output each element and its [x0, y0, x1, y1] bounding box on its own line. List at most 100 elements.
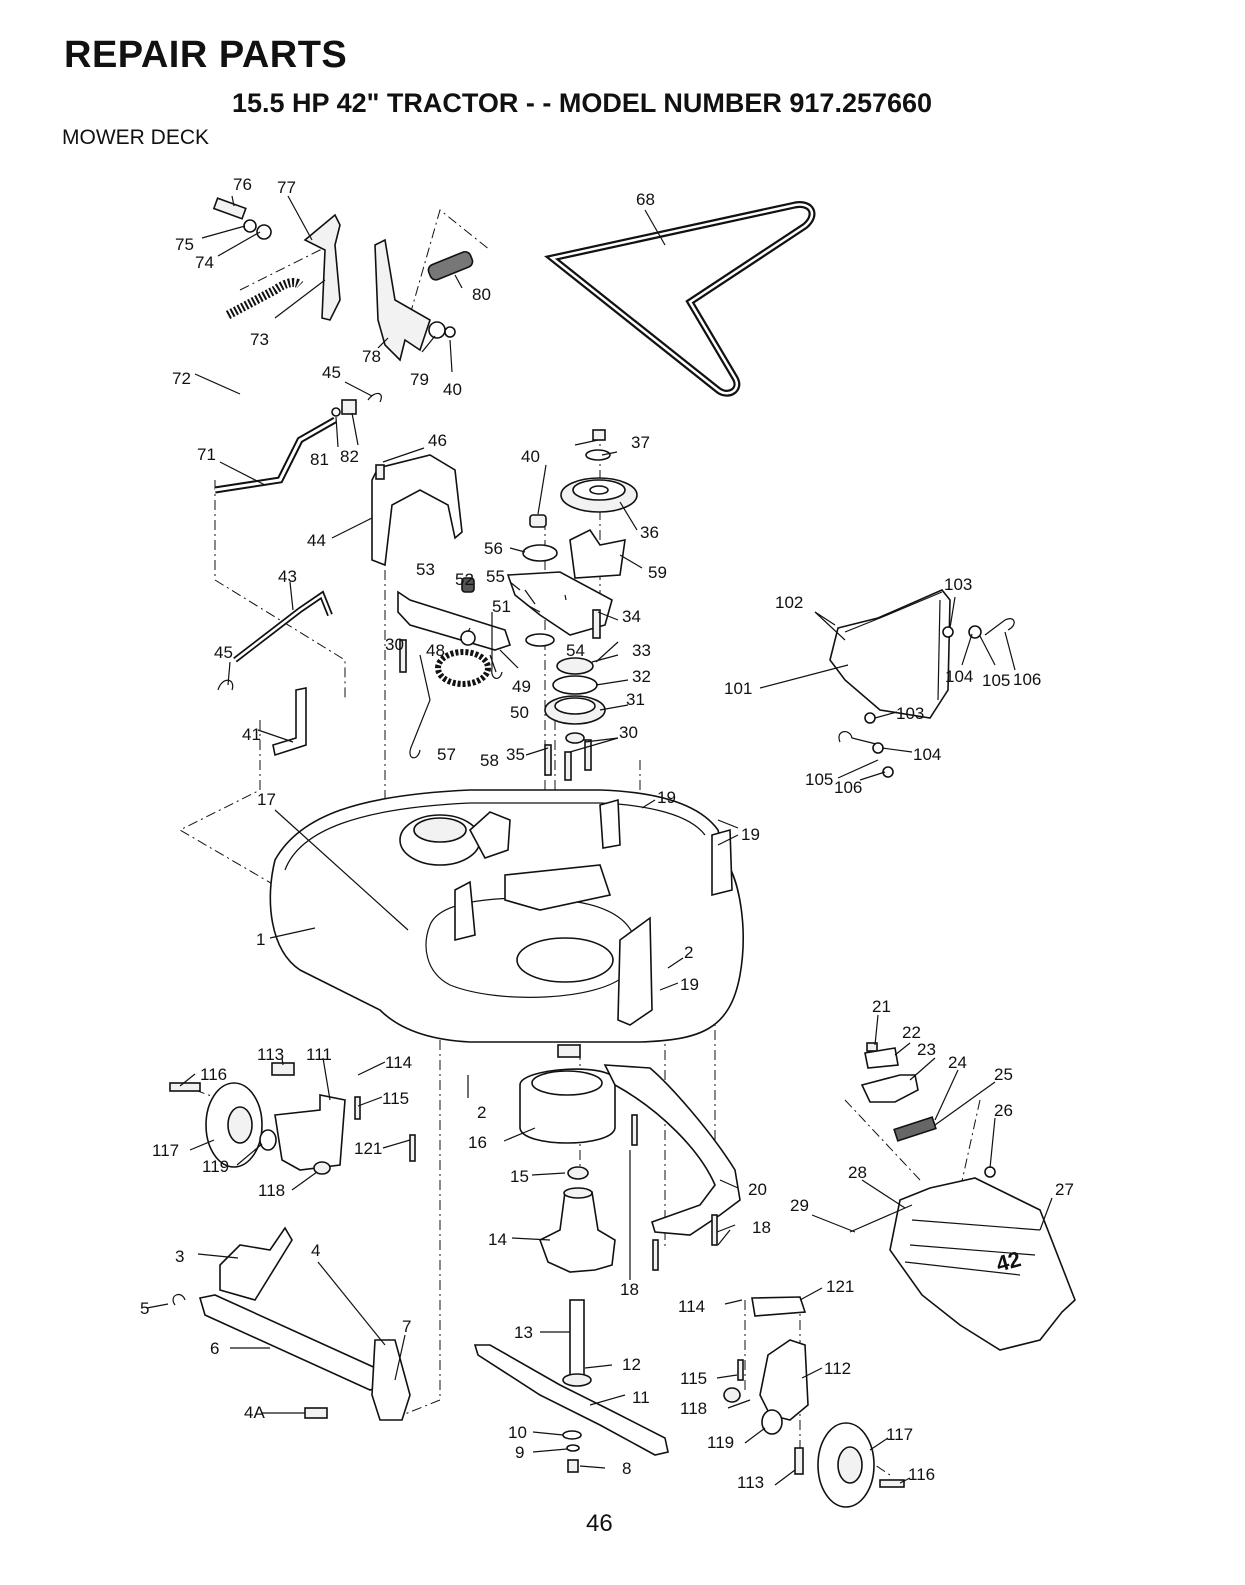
part-label: 34	[622, 607, 641, 626]
part-label: 52	[455, 570, 474, 589]
part-labels: 76 77 75 74 73 78 79 40 80 68 72 45 81 8…	[140, 175, 1074, 1492]
part-label: 19	[741, 825, 760, 844]
part-label: 35	[506, 745, 525, 764]
lift-bracket-group	[860, 1042, 996, 1178]
part-label: 4	[311, 1241, 320, 1260]
part-label: 51	[492, 597, 511, 616]
part-label: 119	[707, 1433, 734, 1452]
part-label: 106	[834, 778, 862, 797]
gauge-wheel-left	[169, 1062, 416, 1175]
part-label: 46	[428, 431, 447, 450]
part-label: 2	[684, 943, 693, 962]
mower-shield-27	[889, 1177, 1076, 1351]
part-label: 40	[443, 380, 462, 399]
part-label: 81	[310, 450, 329, 469]
part-label: 117	[152, 1141, 179, 1160]
part-label: 26	[994, 1101, 1013, 1120]
part-label: 114	[385, 1053, 412, 1072]
part-label: 115	[680, 1369, 707, 1388]
pulley-stack	[506, 429, 638, 744]
part-label: 7	[402, 1317, 411, 1336]
gauge-wheel-right	[723, 1296, 905, 1508]
part-label: 114	[678, 1297, 705, 1316]
part-label: 71	[197, 445, 216, 464]
part-label: 32	[632, 667, 651, 686]
part-label: 4A	[244, 1403, 265, 1422]
part-label: 106	[1013, 670, 1041, 689]
part-label: 56	[484, 539, 503, 558]
part-label: 3	[175, 1247, 184, 1266]
part-label: 16	[468, 1133, 487, 1152]
part-label: 113	[257, 1045, 284, 1064]
part-label: 111	[306, 1045, 332, 1064]
part-label: 14	[488, 1230, 507, 1249]
part-label: 8	[622, 1459, 631, 1478]
link-41	[272, 687, 307, 757]
part-label: 57	[437, 745, 456, 764]
part-label: 20	[748, 1180, 767, 1199]
part-label: 23	[917, 1040, 936, 1059]
part-label: 22	[902, 1023, 921, 1042]
part-label: 77	[277, 178, 296, 197]
part-label: 103	[896, 704, 924, 723]
part-label: 24	[948, 1053, 967, 1072]
belt-68	[544, 201, 816, 397]
spring-58	[435, 649, 491, 687]
part-label: 119	[202, 1157, 229, 1176]
part-label: 55	[486, 567, 505, 586]
part-label: 36	[640, 523, 659, 542]
spindle-14	[539, 1191, 616, 1273]
lift-links	[172, 1226, 411, 1421]
part-label: 118	[258, 1181, 285, 1200]
part-label: 112	[824, 1359, 851, 1378]
belt-guide-20	[603, 1064, 741, 1236]
part-label: 37	[631, 433, 650, 452]
part-label: 5	[140, 1299, 149, 1318]
part-label: 121	[826, 1277, 854, 1296]
page-number: 46	[586, 1510, 613, 1537]
part-label: 54	[566, 641, 585, 660]
leader-lines	[146, 195, 1053, 1486]
part-label: 30	[385, 635, 404, 654]
part-label: 2	[477, 1103, 486, 1122]
part-label: 44	[307, 531, 326, 550]
part-label: 73	[250, 330, 269, 349]
part-label: 28	[848, 1163, 867, 1182]
part-label: 104	[913, 745, 941, 764]
part-label: 11	[632, 1388, 650, 1407]
mower-deck-1	[269, 789, 744, 1058]
part-label: 105	[805, 770, 833, 789]
part-label: 40	[521, 447, 540, 466]
part-label: 82	[340, 447, 359, 466]
part-label: 49	[512, 677, 531, 696]
spindle-shaft-13	[569, 1299, 585, 1381]
part-label: 12	[622, 1355, 641, 1374]
bracket-82	[341, 399, 357, 415]
part-label: 18	[752, 1218, 771, 1237]
part-label: 33	[632, 641, 651, 660]
part-label: 79	[410, 370, 429, 389]
discharge-chute-101	[829, 589, 951, 719]
part-label: 102	[775, 593, 803, 612]
part-label: 9	[515, 1443, 524, 1462]
spring-80	[427, 250, 474, 281]
part-label: 72	[172, 369, 191, 388]
part-label: 59	[648, 563, 667, 582]
part-label: 30	[619, 723, 638, 742]
part-label: 78	[362, 347, 381, 366]
spring-72	[225, 278, 304, 319]
part-label: 117	[886, 1425, 913, 1444]
part-label: 18	[620, 1280, 639, 1299]
part-label: 27	[1055, 1180, 1074, 1199]
part-label: 76	[233, 175, 252, 194]
part-label: 29	[790, 1196, 809, 1215]
part-label: 1	[256, 930, 265, 949]
part-label: 19	[680, 975, 699, 994]
part-label: 116	[200, 1065, 227, 1084]
blade-11	[473, 1344, 669, 1456]
part-label: 103	[944, 575, 972, 594]
part-label: 21	[872, 997, 891, 1016]
part-label: 74	[195, 253, 214, 272]
part-label: 17	[257, 790, 276, 809]
